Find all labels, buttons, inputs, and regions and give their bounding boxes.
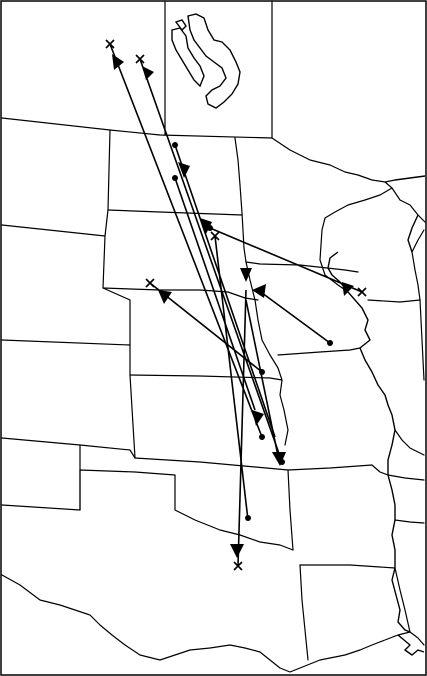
green-bay-shore	[407, 214, 419, 253]
mississippi-delta	[397, 634, 425, 656]
minnesota-east-border	[271, 137, 393, 293]
track-8	[252, 284, 333, 346]
kentucky-tennessee-border	[387, 474, 425, 481]
illinois-indiana-border	[419, 299, 425, 381]
track-4	[172, 175, 264, 426]
end-dot	[327, 340, 333, 346]
track-line	[174, 144, 276, 438]
track-line	[174, 177, 256, 411]
wisconsin-east-shore	[411, 251, 421, 301]
direction-arrow-2	[252, 410, 264, 426]
louisiana-gulf-coast	[359, 631, 425, 651]
iowa-north-border	[245, 261, 359, 273]
start-x-mark	[135, 54, 145, 64]
track-2	[135, 54, 285, 465]
missouri-arkansas-border	[287, 464, 389, 476]
track-line	[237, 289, 247, 567]
end-dot	[245, 515, 251, 521]
wyoming-colorado-border	[1, 287, 131, 346]
canada-us-border	[1, 117, 273, 139]
manitoba-boundary	[164, 1, 273, 139]
track-1	[105, 39, 265, 440]
direction-arrow	[200, 218, 212, 234]
direction-arrow	[178, 162, 190, 178]
tennessee-mississippi-border	[394, 519, 425, 524]
start-x-mark	[357, 287, 367, 297]
track-line	[245, 299, 279, 457]
end-dot	[259, 434, 265, 440]
colorado-south-border	[1, 437, 136, 459]
lake-winnipeg	[187, 13, 241, 109]
dakotas-minnesota-border	[234, 137, 247, 263]
track-line	[257, 289, 331, 344]
direction-arrow	[142, 66, 154, 80]
migration-tracks	[105, 39, 367, 571]
lake-manitoba	[171, 27, 205, 88]
direction-arrow	[342, 282, 354, 296]
missouri-river-border	[245, 261, 289, 446]
small-lake	[174, 19, 187, 32]
direction-arrow	[252, 284, 266, 298]
start-x-mark	[105, 39, 115, 49]
arkansas-louisiana-border	[299, 564, 396, 569]
sd-west-border	[102, 209, 109, 289]
lake-michigan-shore	[411, 229, 425, 253]
start-x-mark	[233, 561, 243, 571]
track-line	[139, 58, 283, 463]
track-6	[210, 231, 252, 521]
montana-wyoming-border	[1, 224, 106, 237]
oklahoma-arkansas-border	[287, 469, 294, 551]
start-x-mark	[210, 231, 220, 241]
ohio-river-border	[394, 429, 425, 456]
ne-ks-border	[129, 374, 283, 381]
kansas-oklahoma-border	[134, 457, 289, 471]
wisconsin-illinois-border	[367, 299, 421, 303]
wisconsin-michigan-border	[391, 187, 426, 223]
oklahoma-texas-border	[1, 469, 294, 551]
mississippi-river	[347, 291, 411, 633]
texas-louisiana-border	[299, 564, 309, 661]
louisiana-mississippi-border	[394, 567, 411, 633]
track-3	[172, 142, 276, 438]
end-dot	[172, 142, 178, 148]
direction-arrow	[272, 452, 286, 466]
nd-sd-border	[107, 209, 243, 216]
rivers	[171, 13, 426, 656]
nd-west-border	[107, 129, 111, 211]
track-line	[214, 235, 249, 521]
end-dot	[172, 175, 178, 181]
colorado-kansas-border	[129, 374, 136, 459]
track-7	[145, 278, 265, 375]
direction-arrow	[158, 290, 172, 304]
iowa-missouri-border	[277, 347, 361, 356]
track-10	[245, 299, 286, 466]
direction-arrow	[240, 268, 252, 282]
direction-arrow	[112, 54, 124, 70]
lake-superior-shore	[384, 175, 426, 183]
start-x-mark	[145, 278, 155, 288]
texas-gulf-coast	[1, 574, 361, 673]
track-9	[230, 289, 247, 571]
end-dot	[207, 225, 213, 231]
track-5	[207, 225, 367, 297]
track-line	[209, 227, 363, 293]
track-line	[109, 43, 263, 438]
direction-arrow	[230, 544, 244, 558]
